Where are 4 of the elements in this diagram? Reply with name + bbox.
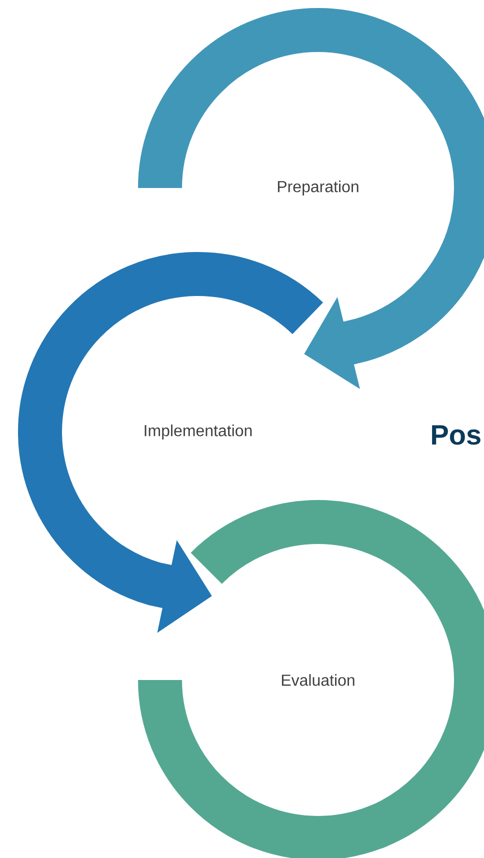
heading-text: Pos [432,425,480,445]
step-label: Implementation [144,424,252,440]
ring-arrow [138,8,484,390]
step-label: Preparation [278,180,358,196]
